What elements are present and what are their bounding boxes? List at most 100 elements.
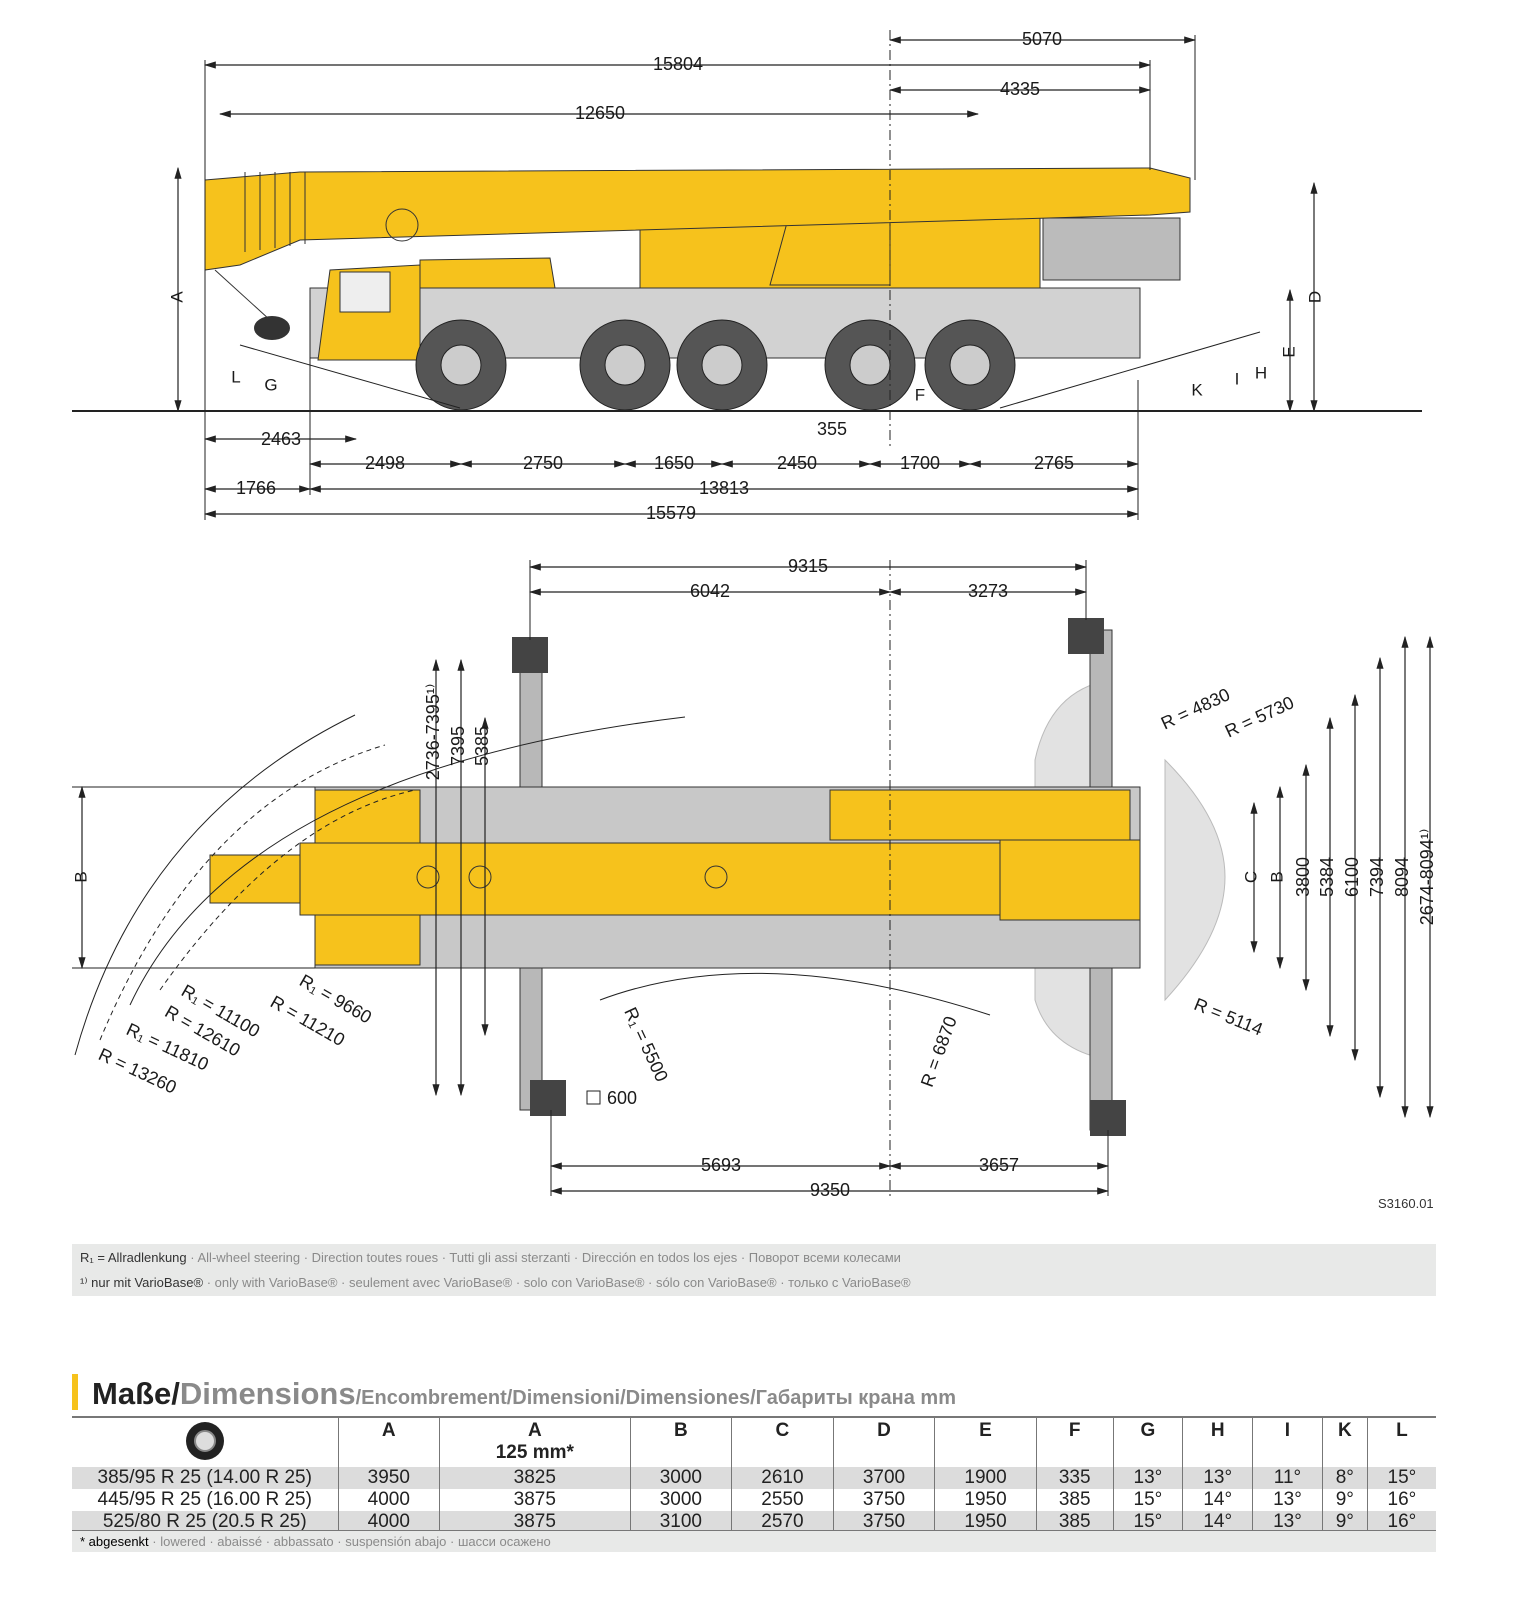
label-K: K	[1191, 380, 1203, 399]
dim-3273: 3273	[968, 581, 1008, 601]
square-pad-icon	[586, 1090, 601, 1105]
label-B-left: B	[71, 871, 90, 882]
dim-8094: 8094	[1392, 857, 1412, 897]
dim-3800: 3800	[1293, 857, 1313, 897]
note-variobase: ¹⁾ nur mit VarioBase® · only with VarioB…	[72, 1270, 1436, 1296]
dim-3657: 3657	[979, 1155, 1019, 1175]
hook-block	[254, 316, 290, 340]
dim-12650: 12650	[575, 103, 625, 123]
dim-15579: 15579	[646, 503, 696, 523]
dim-355: 355	[817, 419, 847, 439]
value-cell: 385	[1035, 1511, 1114, 1533]
label-E: E	[1279, 346, 1298, 357]
value-cell: 4000	[337, 1511, 440, 1533]
radius-4830: R = 4830	[1158, 684, 1233, 733]
value-cell: 15°	[1366, 1467, 1436, 1489]
dim-2498: 2498	[365, 453, 405, 473]
value-cell: 3875	[439, 1489, 631, 1511]
dim-6042: 6042	[690, 581, 730, 601]
dim-2450: 2450	[777, 453, 817, 473]
label-A: A	[167, 291, 186, 303]
value-cell: 1950	[934, 1489, 1037, 1511]
tyre-size-cell: 385/95 R 25 (14.00 R 25)	[97, 1467, 312, 1488]
dim-1650: 1650	[654, 453, 694, 473]
dim-5384: 5384	[1317, 857, 1337, 897]
dim-13813: 13813	[699, 478, 749, 498]
dim-7395: 7395	[448, 726, 468, 766]
dim-6100: 6100	[1342, 857, 1362, 897]
dim-7394: 7394	[1367, 857, 1387, 897]
dim-2463: 2463	[261, 429, 301, 449]
value-cell: 1900	[934, 1467, 1037, 1489]
value-cell: 335	[1035, 1467, 1114, 1489]
dim-15804: 15804	[653, 54, 703, 74]
telescopic-boom	[204, 167, 1191, 271]
value-cell: 3000	[629, 1489, 732, 1511]
value-cell: 15°	[1112, 1489, 1183, 1511]
value-cell: 3750	[832, 1489, 935, 1511]
dim-5693: 5693	[701, 1155, 741, 1175]
dim-5070: 5070	[1022, 29, 1062, 49]
technical-drawing: 5070 15804 4335 12650 2463 355 2498 2750…	[71, 29, 1437, 1200]
boom-top	[299, 842, 1001, 916]
pad-size: 600	[607, 1088, 637, 1108]
note-all-wheel-steering: R₁ = Allradlenkung · All-wheel steering …	[72, 1244, 1436, 1270]
counterweight	[1042, 217, 1181, 281]
top-view: 9315 6042 3273 5693 3657 9350 2736-7395¹…	[71, 556, 1437, 1200]
footnote-lowered: * abgesenkt · lowered · abaissé · abbass…	[72, 1530, 1436, 1552]
dim-2750: 2750	[523, 453, 563, 473]
value-cell: 9°	[1321, 1489, 1368, 1511]
accent-bar	[72, 1374, 78, 1410]
value-cell: 385	[1035, 1489, 1114, 1511]
label-C: C	[1241, 871, 1260, 883]
label-I: I	[1235, 369, 1240, 388]
label-L: L	[231, 367, 240, 386]
tyre-size-cell: 445/95 R 25 (16.00 R 25)	[97, 1489, 312, 1510]
wheels	[415, 319, 1016, 411]
value-cell: 9°	[1321, 1511, 1368, 1533]
value-cell: 13°	[1112, 1467, 1183, 1489]
label-F: F	[915, 385, 925, 404]
value-cell: 4000	[337, 1489, 440, 1511]
value-cell: 3875	[439, 1511, 631, 1533]
dim-2736-7395: 2736-7395¹⁾	[423, 684, 443, 781]
value-cell: 3000	[629, 1467, 732, 1489]
radius-5114: R = 5114	[1191, 994, 1265, 1040]
value-cell: 8°	[1321, 1467, 1368, 1489]
label-H: H	[1255, 363, 1267, 382]
value-cell: 3750	[832, 1511, 935, 1533]
dim-1766: 1766	[236, 478, 276, 498]
dim-4335: 4335	[1000, 79, 1040, 99]
value-cell: 2550	[731, 1489, 834, 1511]
dim-9350: 9350	[810, 1180, 850, 1200]
radius-5730: R = 5730	[1222, 692, 1297, 741]
value-cell: 2570	[731, 1511, 834, 1533]
tyre-size-cell: 525/80 R 25 (20.5 R 25)	[102, 1511, 307, 1532]
dim-2674-8094: 2674-8094¹⁾	[1417, 829, 1437, 926]
value-cell: 3950	[337, 1467, 440, 1489]
radius-6870: R = 6870	[917, 1014, 961, 1090]
cab-window	[339, 271, 391, 313]
dim-1700: 1700	[900, 453, 940, 473]
value-cell: 3700	[832, 1467, 935, 1489]
label-B-right: B	[1267, 871, 1286, 882]
value-cell: 15°	[1112, 1511, 1183, 1533]
value-cell: 16°	[1366, 1511, 1436, 1533]
value-cell: 14°	[1182, 1511, 1253, 1533]
label-D: D	[1305, 291, 1324, 303]
value-cell: 13°	[1182, 1467, 1253, 1489]
label-G: G	[264, 375, 277, 394]
value-cell: 13°	[1252, 1489, 1323, 1511]
tyre-icon	[185, 1422, 224, 1460]
tyre-column-header	[72, 1417, 338, 1467]
value-cell: 1950	[934, 1511, 1037, 1533]
radius-r1-5500: R₁ = 5500	[620, 1004, 672, 1085]
side-view: 5070 15804 4335 12650 2463 355 2498 2750…	[72, 29, 1422, 523]
value-cell: 3825	[439, 1467, 631, 1489]
dim-5385: 5385	[472, 726, 492, 766]
